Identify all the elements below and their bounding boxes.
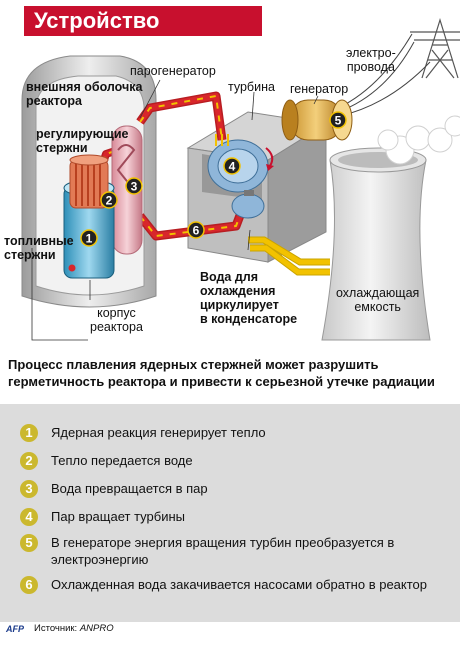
label-control-rods: регулирующие стержни [36, 127, 129, 155]
label-generator: генератор [290, 82, 349, 96]
source-credit: Источник: ANPRO [34, 623, 114, 634]
marker-4: 4 [223, 157, 241, 175]
label-reactor-vessel: корпус реактора [90, 306, 143, 334]
step-badge: 2 [20, 452, 38, 470]
svg-text:3: 3 [131, 180, 138, 194]
step-text: Охлажденная вода закачивается насосами о… [51, 577, 428, 592]
svg-text:6: 6 [193, 224, 200, 238]
step-text: Вода превращается в пар [51, 481, 208, 496]
marker-2: 2 [100, 191, 118, 209]
step-badge: 5 [20, 534, 38, 552]
marker-5: 5 [329, 111, 347, 129]
marker-1: 1 [80, 229, 98, 247]
step-6: 6 Охлажденная вода закачивается насосами… [20, 576, 446, 594]
label-steam-generator: парогенератор [130, 64, 216, 78]
svg-text:2: 2 [106, 194, 113, 208]
condenser [231, 190, 265, 219]
step-text: Ядерная реакция генерирует тепло [51, 425, 266, 440]
step-text: В генераторе энергия вращения турбин пре… [51, 535, 395, 567]
source-name: ANPRO [79, 623, 114, 634]
marker-3: 3 [125, 177, 143, 195]
step-2: 2 Тепло передается воде [20, 452, 446, 470]
reactor-diagram: 1 2 3 4 5 6 [21, 17, 460, 341]
step-badge: 1 [20, 424, 38, 442]
step-3: 3 Вода превращается в пар [20, 480, 446, 498]
step-4: 4 Пар вращает турбины [20, 508, 446, 526]
footer [0, 622, 460, 648]
page-title: Устройство реактора [24, 6, 262, 63]
step-badge: 6 [20, 576, 38, 594]
label-cooling-tower: охлаждающая емкость [336, 286, 420, 314]
label-turbine: турбина [228, 80, 275, 94]
step-5: 5 В генераторе энергия вращения турбин п… [20, 534, 446, 568]
cold-water-pipes [248, 236, 330, 276]
label-fuel-rods: топливные стержни [4, 234, 74, 262]
meltdown-warning: Процесс плавления ядерных стержней может… [8, 357, 435, 389]
step-badge: 3 [20, 480, 38, 498]
source-label: Источник: [34, 623, 78, 634]
label-cooling-water: Вода для охлаждения циркулирует в конден… [200, 270, 298, 326]
step-text: Пар вращает турбины [51, 509, 185, 524]
marker-6: 6 [187, 221, 205, 239]
step-text: Тепло передается воде [51, 453, 193, 468]
label-power-lines: электро- провода [346, 46, 396, 74]
power-pylon [410, 17, 460, 79]
svg-text:1: 1 [86, 232, 93, 246]
svg-text:5: 5 [335, 114, 342, 128]
svg-text:4: 4 [229, 160, 236, 174]
step-markers: 1 2 3 4 5 6 [80, 111, 347, 247]
steam-cloud [377, 115, 460, 165]
afp-logo: AFP [6, 624, 24, 634]
leader-lines [31, 79, 319, 341]
process-steps: 1 Ядерная реакция генерирует тепло 2 Теп… [0, 404, 460, 622]
step-badge: 4 [20, 508, 38, 526]
control-rods [69, 154, 109, 209]
step-1: 1 Ядерная реакция генерирует тепло [20, 424, 446, 442]
label-outer-shell: внешняя оболочка реактора [26, 80, 143, 108]
